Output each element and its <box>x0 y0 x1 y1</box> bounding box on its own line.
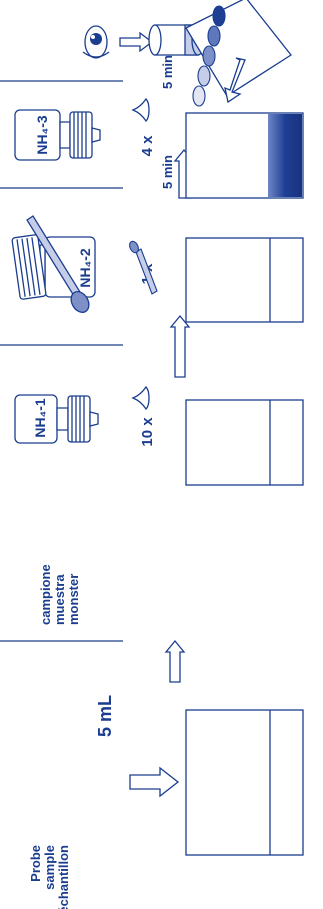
dose-label-1: 10 x <box>139 417 156 447</box>
bottle-tip <box>91 127 101 143</box>
sample-word-probe: Probe <box>28 845 43 882</box>
bottle-cap <box>11 234 47 300</box>
reagent-bottle-3: NH₄-3 <box>14 109 101 161</box>
step-1: NH₄-1 10 x <box>14 385 304 486</box>
sample-word-monster: monster <box>66 574 81 625</box>
sample-word-echantillon: échantillon <box>56 845 71 909</box>
eye-icon <box>82 25 110 59</box>
slide-arrow-icon <box>224 57 246 104</box>
bottle-neck <box>56 407 69 431</box>
dose-label-3: 4 x <box>139 135 156 157</box>
tube-colored-solution <box>268 114 302 197</box>
read-off <box>82 0 292 107</box>
step-arrow-icon <box>169 314 191 378</box>
step-2: NH₄-2 1 x <box>11 215 304 323</box>
bottle-neck <box>59 121 71 149</box>
reagent-label-2: NH₄-2 <box>77 248 93 288</box>
color-chart-icon <box>185 0 292 107</box>
wait-label-2: 5 min <box>160 55 175 89</box>
drop-icon <box>131 97 150 123</box>
step-arrow-icon <box>164 639 186 683</box>
sample-tube <box>185 709 304 856</box>
step-3: NH₄-3 4 x <box>14 97 304 199</box>
wait-label-1: 5 min <box>160 155 175 189</box>
test-tube-1 <box>185 399 304 486</box>
drop-icon <box>131 385 150 411</box>
spoon-icon <box>26 215 90 313</box>
reagent-label-3: NH₄-3 <box>34 115 50 155</box>
sample-word-campione: campione <box>38 564 53 625</box>
sample-word-muestra: muestra <box>52 574 67 625</box>
view-arrow-icon <box>119 31 154 53</box>
sample-volume-label: 5 mL <box>95 695 115 737</box>
bottle-cap <box>67 395 91 443</box>
sample-word-sample: sample <box>42 845 57 890</box>
spoon-small-icon <box>129 240 158 295</box>
sample-panel: Probe sample échantillon campione muestr… <box>28 564 304 909</box>
reagent-bottle-1: NH₄-1 <box>14 394 99 444</box>
fill-arrow-icon <box>129 766 180 798</box>
reagent-bottle-2: NH₄-2 <box>11 234 96 300</box>
bottle-tip <box>89 411 99 427</box>
bottle-cap <box>69 111 93 159</box>
reagent-label-1: NH₄-1 <box>32 398 48 438</box>
test-tube-2 <box>185 237 304 323</box>
